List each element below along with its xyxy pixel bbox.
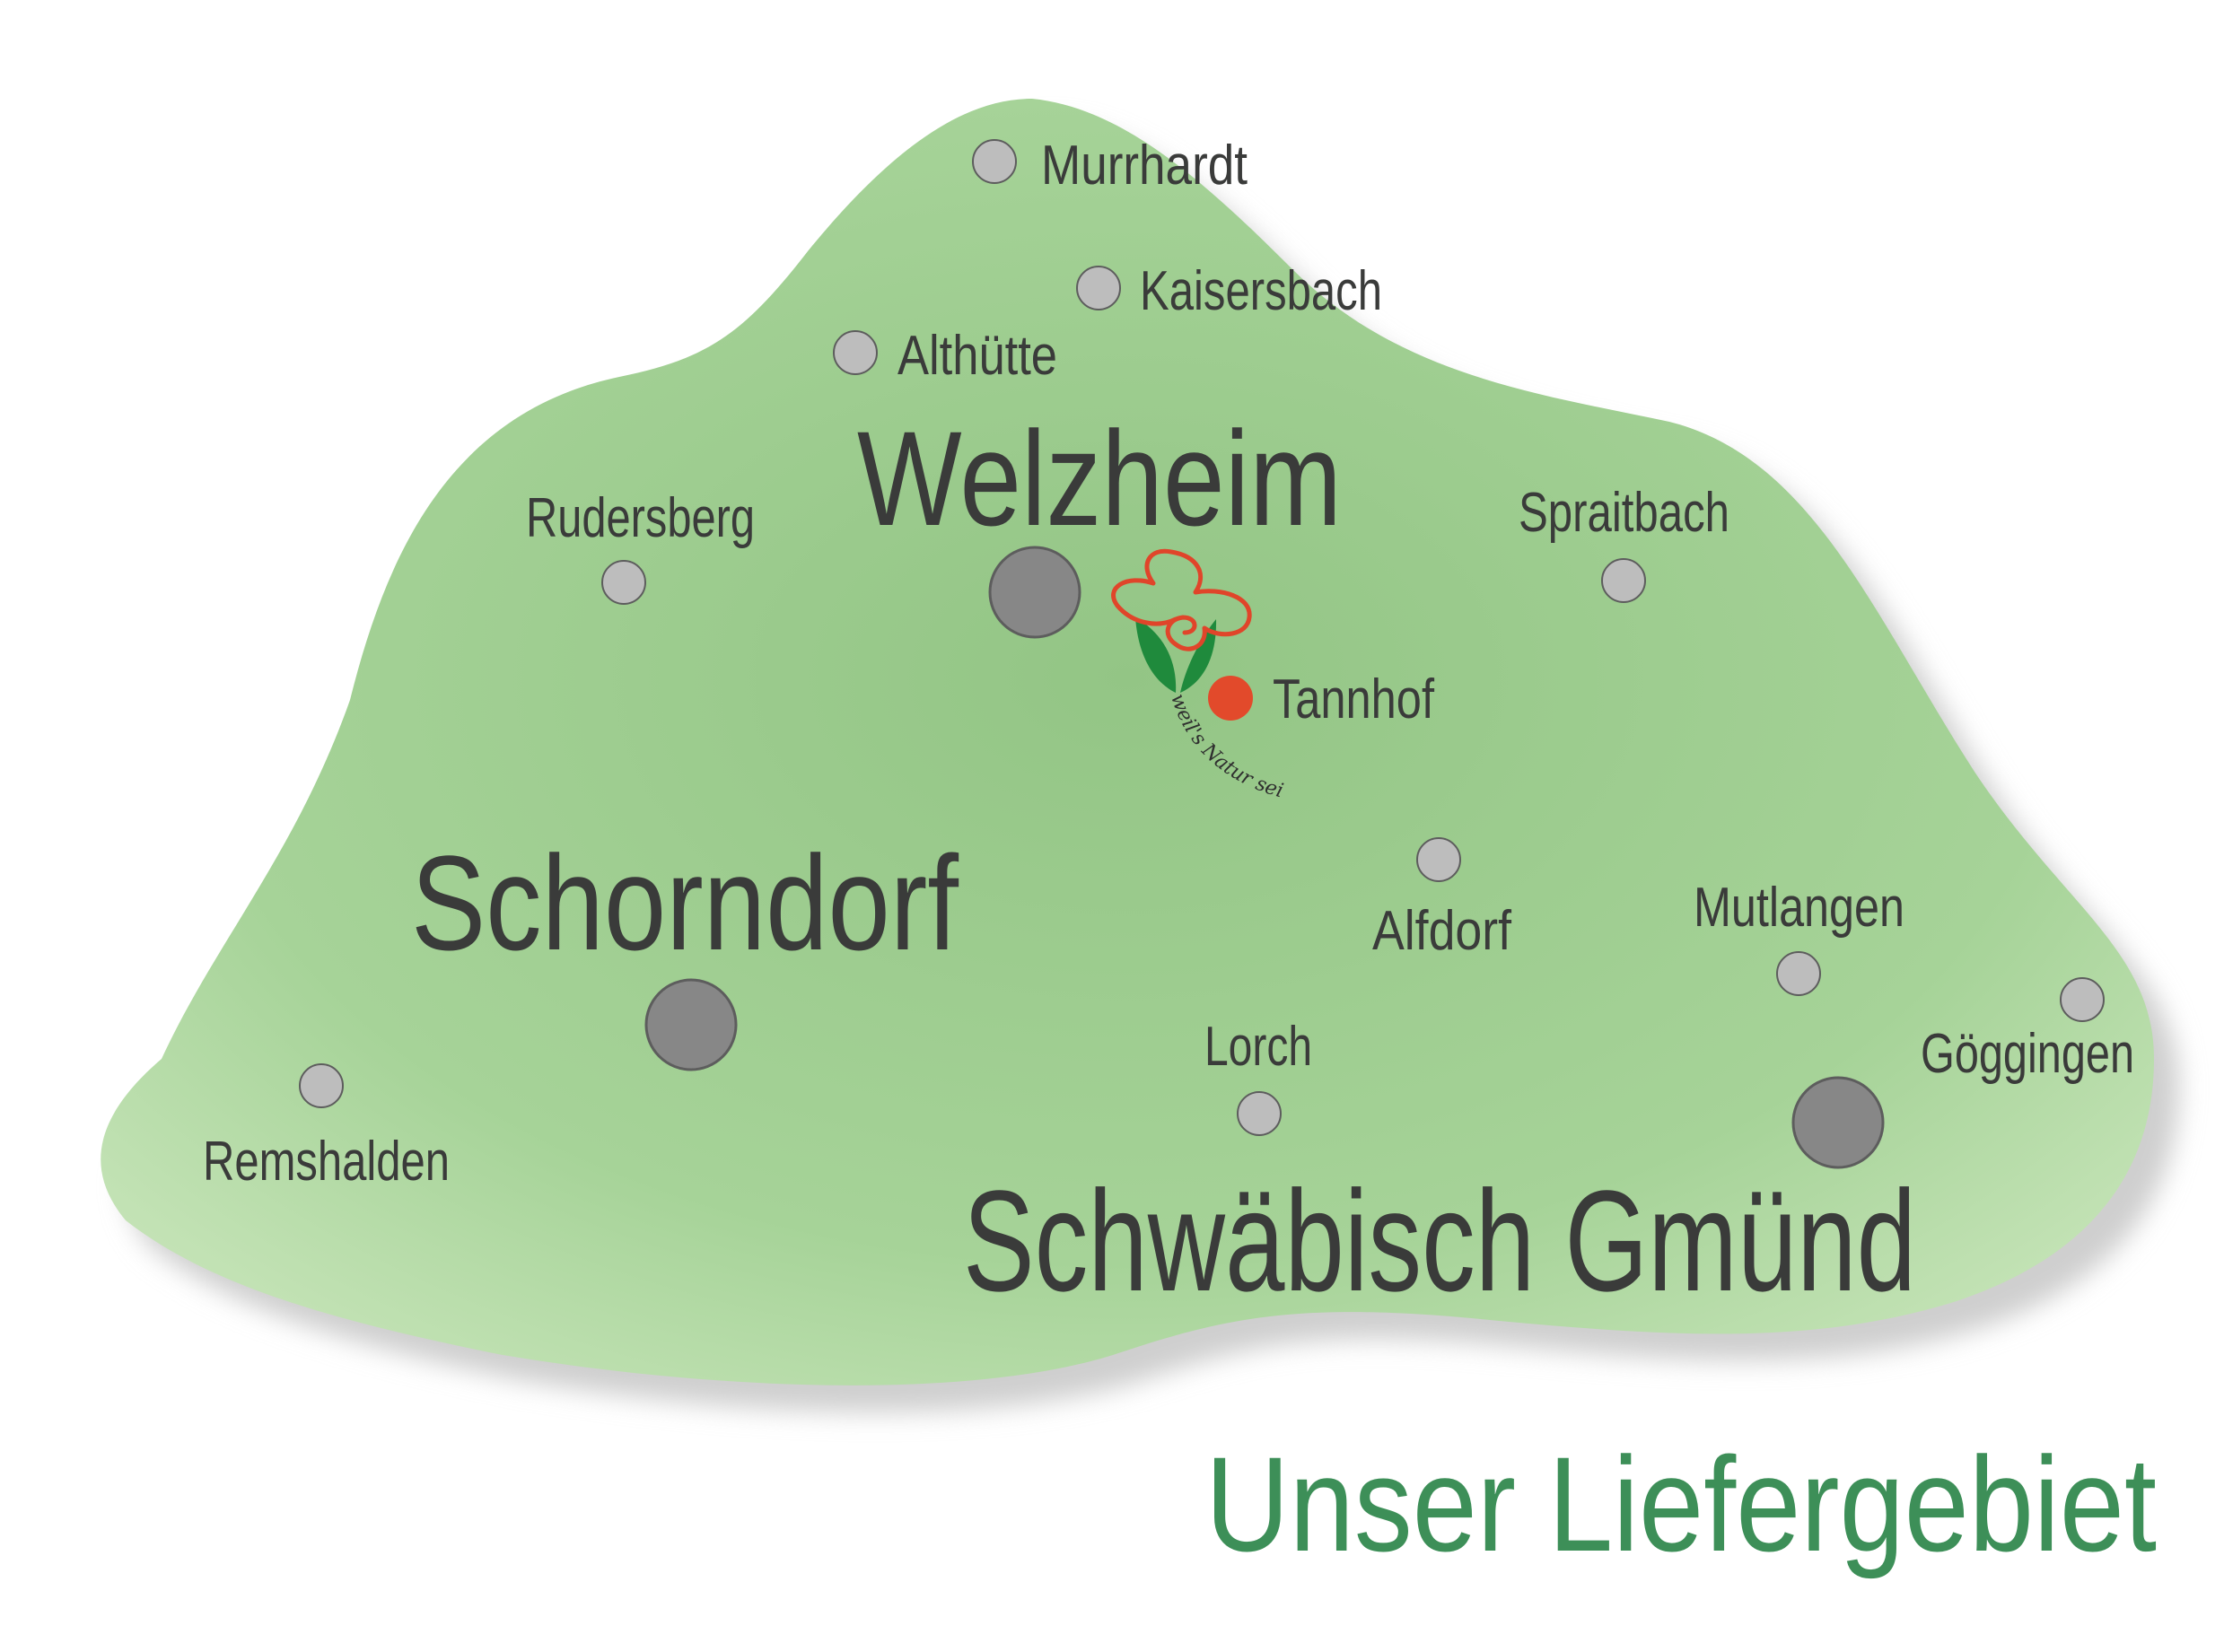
town-marker-kaisersbach — [1076, 266, 1121, 310]
town-label-althuette: Althütte — [897, 325, 1057, 387]
town-marker-alfdorf — [1416, 837, 1461, 882]
town-marker-rudersberg — [601, 560, 646, 605]
town-marker-mutlangen — [1776, 951, 1821, 996]
town-label-spraitbach: Spraitbach — [1519, 482, 1729, 544]
town-label-mutlangen: Mutlangen — [1694, 877, 1904, 939]
town-label-welzheim: Welzheim — [857, 403, 1342, 554]
map-title: Unser Liefergebiet — [1205, 1429, 2157, 1579]
town-label-remshalden: Remshalden — [203, 1131, 450, 1193]
town-marker-lorch — [1237, 1091, 1282, 1136]
town-marker-goeggingen — [2060, 977, 2105, 1022]
home-label-tannhof: Tannhof — [1273, 669, 1435, 730]
town-label-murrhardt: Murrhardt — [1041, 135, 1248, 197]
delivery-region-area — [101, 99, 2155, 1385]
town-marker-murrhardt — [972, 139, 1017, 184]
flower-logo-icon — [1111, 548, 1252, 693]
logo-leaf-left — [1135, 617, 1177, 693]
town-label-kaisersbach: Kaisersbach — [1140, 260, 1382, 322]
town-label-schwaebisch-gmuend: Schwäbisch Gmünd — [963, 1160, 1916, 1321]
logo-flower-outline — [1111, 548, 1252, 651]
town-label-lorch: Lorch — [1204, 1016, 1312, 1078]
town-marker-althuette — [833, 330, 878, 375]
town-marker-welzheim — [988, 546, 1081, 639]
town-label-rudersberg: Rudersberg — [526, 487, 755, 549]
town-marker-schwaebisch-gmuend — [1791, 1076, 1885, 1169]
town-label-goeggingen: Göggingen — [1921, 1023, 2134, 1085]
logo-leaf-right — [1180, 619, 1217, 693]
town-label-schorndorf: Schorndorf — [411, 827, 959, 978]
home-marker-tannhof — [1208, 676, 1253, 721]
town-label-alfdorf: Alfdorf — [1372, 900, 1512, 962]
town-marker-remshalden — [299, 1063, 344, 1108]
town-marker-spraitbach — [1601, 558, 1646, 603]
town-marker-schorndorf — [644, 978, 738, 1071]
